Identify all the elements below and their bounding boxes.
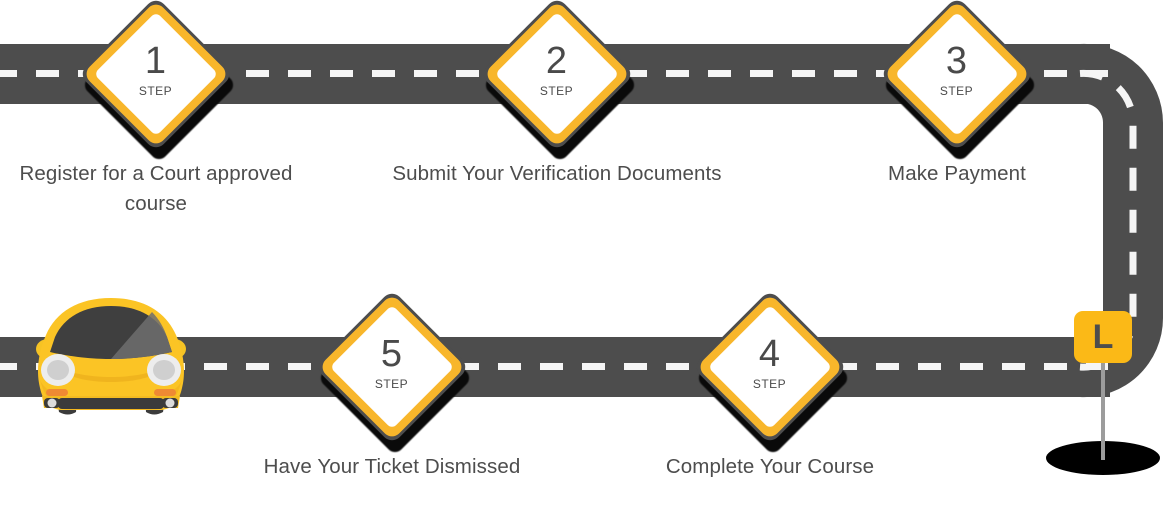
step-marker-1[interactable]: 1 STEP [77,0,237,163]
step-label-1: Register for a Court approved course [19,162,293,215]
diamond-sign-4: 4 STEP [691,288,851,456]
diamond-sign-3: 3 STEP [878,0,1038,163]
diamond-sign-5: 5 STEP [313,288,473,456]
diamond-sign-2: 2 STEP [478,0,638,163]
step-marker-3[interactable]: 3 STEP [878,0,1038,163]
road-dashes-curve [1079,69,1137,371]
learner-l-icon: L [1074,311,1132,363]
plate-pole [1101,355,1105,460]
step-marker-5[interactable]: 5 STEP [313,288,473,456]
step-label-3: Make Payment [888,162,1026,185]
diamond-sign-1: 1 STEP [77,0,237,163]
step-label-4: Complete Your Course [665,455,875,478]
step-label-5: Have Your Ticket Dismissed [263,455,521,478]
yellow-car-icon [26,290,196,425]
step-marker-2[interactable]: 2 STEP [478,0,638,163]
step-marker-4[interactable]: 4 STEP [691,288,851,456]
step-label-2: Submit Your Verification Documents [392,162,722,185]
